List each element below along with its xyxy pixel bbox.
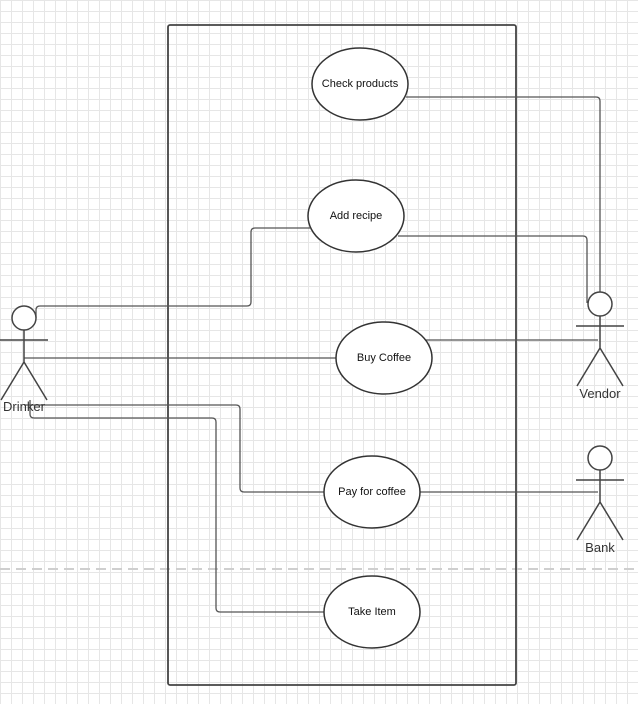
actor-figure (576, 316, 624, 387)
actor-drinker[interactable]: Drinker (0, 305, 48, 414)
association-vendor-check-products[interactable] (406, 96, 601, 292)
actor-figure (0, 330, 48, 401)
association-drinker-take-item[interactable] (29, 400, 324, 613)
actor-head (11, 305, 37, 331)
use-case-check-products[interactable]: Check products (311, 47, 409, 121)
use-case-pay-for-coffee[interactable]: Pay for coffee (323, 455, 421, 529)
actor-name: Vendor (579, 386, 621, 401)
actor-head (587, 291, 613, 317)
association-vendor-add-recipe[interactable] (398, 235, 588, 303)
actor-head (587, 445, 613, 471)
actor-name: Drinker (3, 399, 46, 414)
use-case-label: Buy Coffee (357, 352, 411, 364)
association-drinker-pay-for-coffee[interactable] (24, 404, 324, 493)
system-boundary[interactable] (167, 24, 517, 686)
use-case-label: Pay for coffee (338, 486, 406, 498)
use-case-take-item[interactable]: Take Item (323, 575, 421, 649)
use-case-label: Check products (322, 78, 399, 90)
use-case-buy-coffee[interactable]: Buy Coffee (335, 321, 433, 395)
actor-bank[interactable]: Bank (576, 445, 624, 555)
use-case-label: Add recipe (330, 210, 383, 222)
actor-figure (576, 470, 624, 541)
actor-name: Bank (585, 540, 615, 555)
actor-vendor[interactable]: Vendor (576, 291, 624, 401)
use-case-add-recipe[interactable]: Add recipe (307, 179, 405, 253)
association-drinker-add-recipe[interactable] (35, 227, 310, 318)
use-case-label: Take Item (348, 606, 396, 618)
